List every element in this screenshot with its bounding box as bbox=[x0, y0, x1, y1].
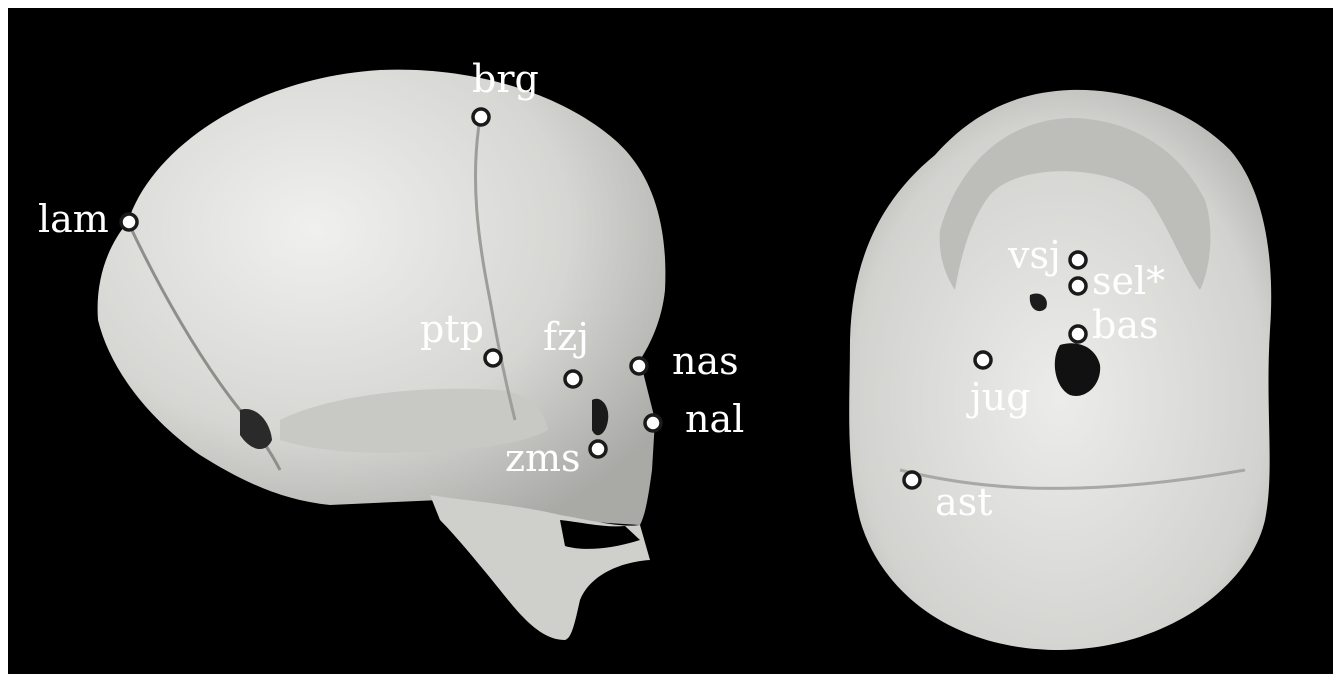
landmark-nas-label: nas bbox=[672, 339, 739, 383]
landmark-vsj-marker bbox=[1070, 252, 1086, 268]
skull-landmark-figure: brg lam ptp fzj nas nal zms vsj sel* bas… bbox=[8, 8, 1333, 674]
landmark-nal-label: nal bbox=[685, 397, 744, 441]
landmark-lam-label: lam bbox=[38, 197, 109, 241]
landmark-brg-label: brg bbox=[472, 57, 539, 101]
landmark-zms-marker bbox=[590, 441, 606, 457]
landmark-jug-marker bbox=[975, 352, 991, 368]
landmark-lam-marker bbox=[121, 214, 137, 230]
landmark-zms-label: zms bbox=[505, 436, 581, 480]
landmark-fzj-marker bbox=[565, 371, 581, 387]
landmark-bas-marker bbox=[1070, 326, 1086, 342]
landmark-jug-label: jug bbox=[966, 375, 1031, 419]
landmark-sel-marker bbox=[1070, 278, 1086, 294]
landmark-ptp-label: ptp bbox=[420, 307, 484, 351]
landmark-ast-marker bbox=[904, 472, 920, 488]
landmark-ast-label: ast bbox=[935, 480, 992, 524]
landmark-bas-label: bas bbox=[1092, 303, 1158, 347]
landmark-fzj-label: fzj bbox=[543, 315, 589, 359]
landmark-brg-marker bbox=[473, 109, 489, 125]
landmark-ptp-marker bbox=[485, 350, 501, 366]
basal-skull-view bbox=[849, 90, 1271, 650]
landmark-sel-label: sel* bbox=[1092, 259, 1165, 303]
landmark-nas-marker bbox=[631, 358, 647, 374]
landmark-vsj-label: vsj bbox=[1007, 233, 1061, 277]
landmark-nal-marker bbox=[645, 415, 661, 431]
figure-canvas: brg lam ptp fzj nas nal zms vsj sel* bas… bbox=[8, 8, 1333, 674]
